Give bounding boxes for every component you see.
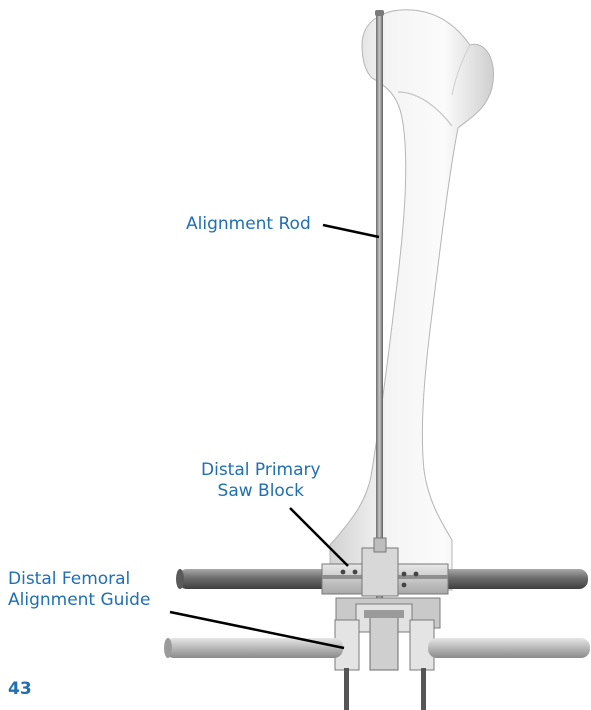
alignment-rod-leader-line: [323, 225, 379, 237]
distal-femoral-alignment-guide: [335, 598, 440, 670]
saw-block-label: Distal Primary Saw Block: [201, 460, 321, 502]
saw-block-label-line1: Distal Primary: [201, 460, 321, 481]
alignment-guide-label-line2: Alignment Guide: [8, 590, 150, 611]
fixation-pins: [344, 668, 426, 710]
page-number: 43: [8, 679, 32, 699]
alignment-guide-label: Distal Femoral Alignment Guide: [8, 569, 150, 611]
saw-block-label-line2: Saw Block: [201, 481, 321, 502]
alignment-guide-label-line1: Distal Femoral: [8, 569, 150, 590]
alignment-rod-label: Alignment Rod: [186, 214, 311, 235]
femur-bone: [330, 10, 493, 590]
